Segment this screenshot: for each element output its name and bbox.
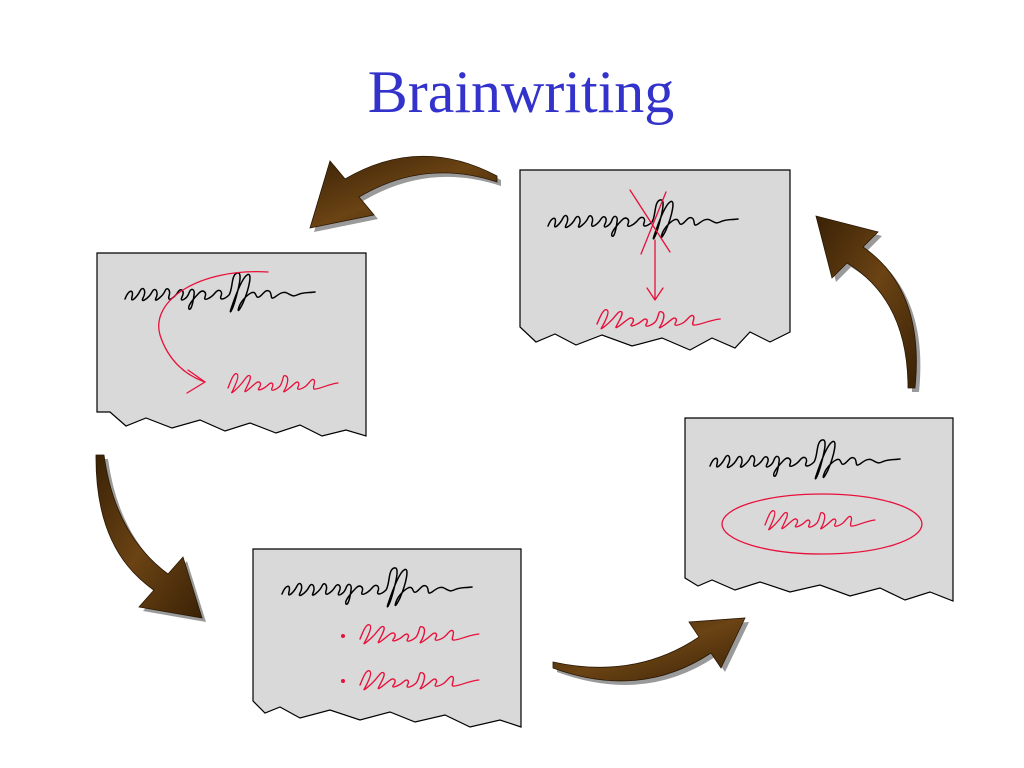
torn-paper-sheet-icon <box>96 252 367 437</box>
cross-out-mark-icon <box>629 189 671 255</box>
curved-arrow-icon <box>309 155 498 229</box>
paper-sheet-top-right <box>519 169 791 351</box>
torn-paper-sheet-icon <box>684 417 954 602</box>
curved-arrow-icon <box>158 271 269 383</box>
paper-sheet-bottom <box>252 548 522 728</box>
paper-sheet-left <box>96 252 367 437</box>
curved-arrow-icon <box>552 617 746 682</box>
bullet-point-icon <box>341 634 345 638</box>
arrow-left-to-bottom <box>95 454 206 622</box>
down-arrow-icon <box>646 239 664 301</box>
page-title: Brainwriting <box>367 59 675 125</box>
curved-arrow-icon <box>95 454 203 619</box>
arrow-right-to-top <box>815 215 921 392</box>
highlight-circle-icon <box>721 493 923 555</box>
torn-paper-sheet-icon <box>252 548 522 728</box>
arrow-top-to-left <box>309 155 501 232</box>
bullet-point-icon <box>341 679 345 683</box>
paper-sheet-right <box>684 417 954 602</box>
curved-arrow-icon <box>815 215 917 389</box>
arrow-bottom-to-right <box>552 617 749 685</box>
arrowhead-icon <box>186 369 206 394</box>
